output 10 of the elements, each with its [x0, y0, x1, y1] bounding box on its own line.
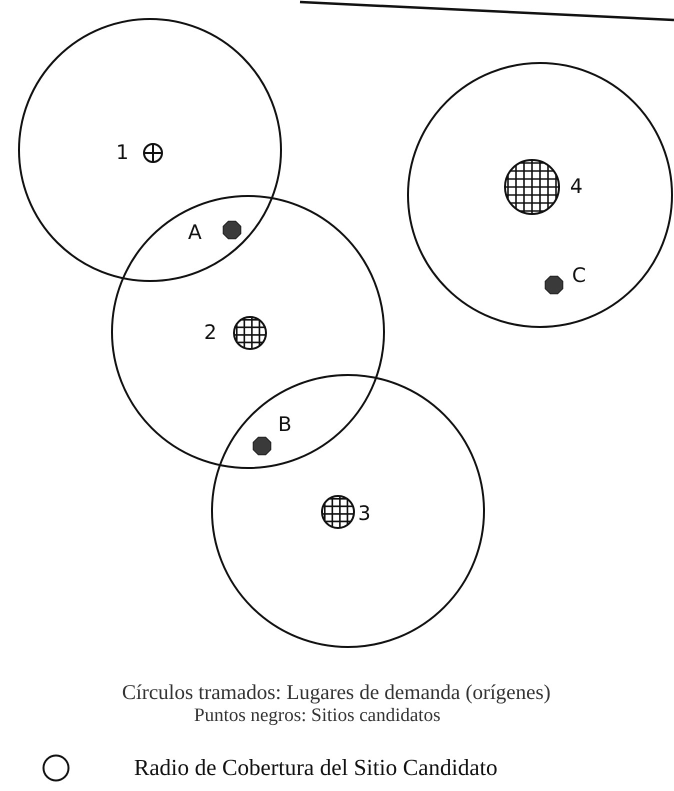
note-text: Puntos negros: Sitios candidatos: [194, 705, 440, 727]
legend-text: Radio de Cobertura del Sitio Candidato: [134, 755, 498, 781]
note-text: Círculos tramados: Lugares de demanda (orígenes): [122, 680, 551, 705]
site-label: A: [188, 222, 202, 242]
site-label: 4: [570, 176, 583, 196]
site-label: 1: [116, 142, 129, 162]
site-label: 2: [204, 322, 217, 342]
site-label: C: [572, 265, 586, 285]
site-label: B: [278, 414, 292, 434]
site-label: 3: [358, 503, 371, 523]
